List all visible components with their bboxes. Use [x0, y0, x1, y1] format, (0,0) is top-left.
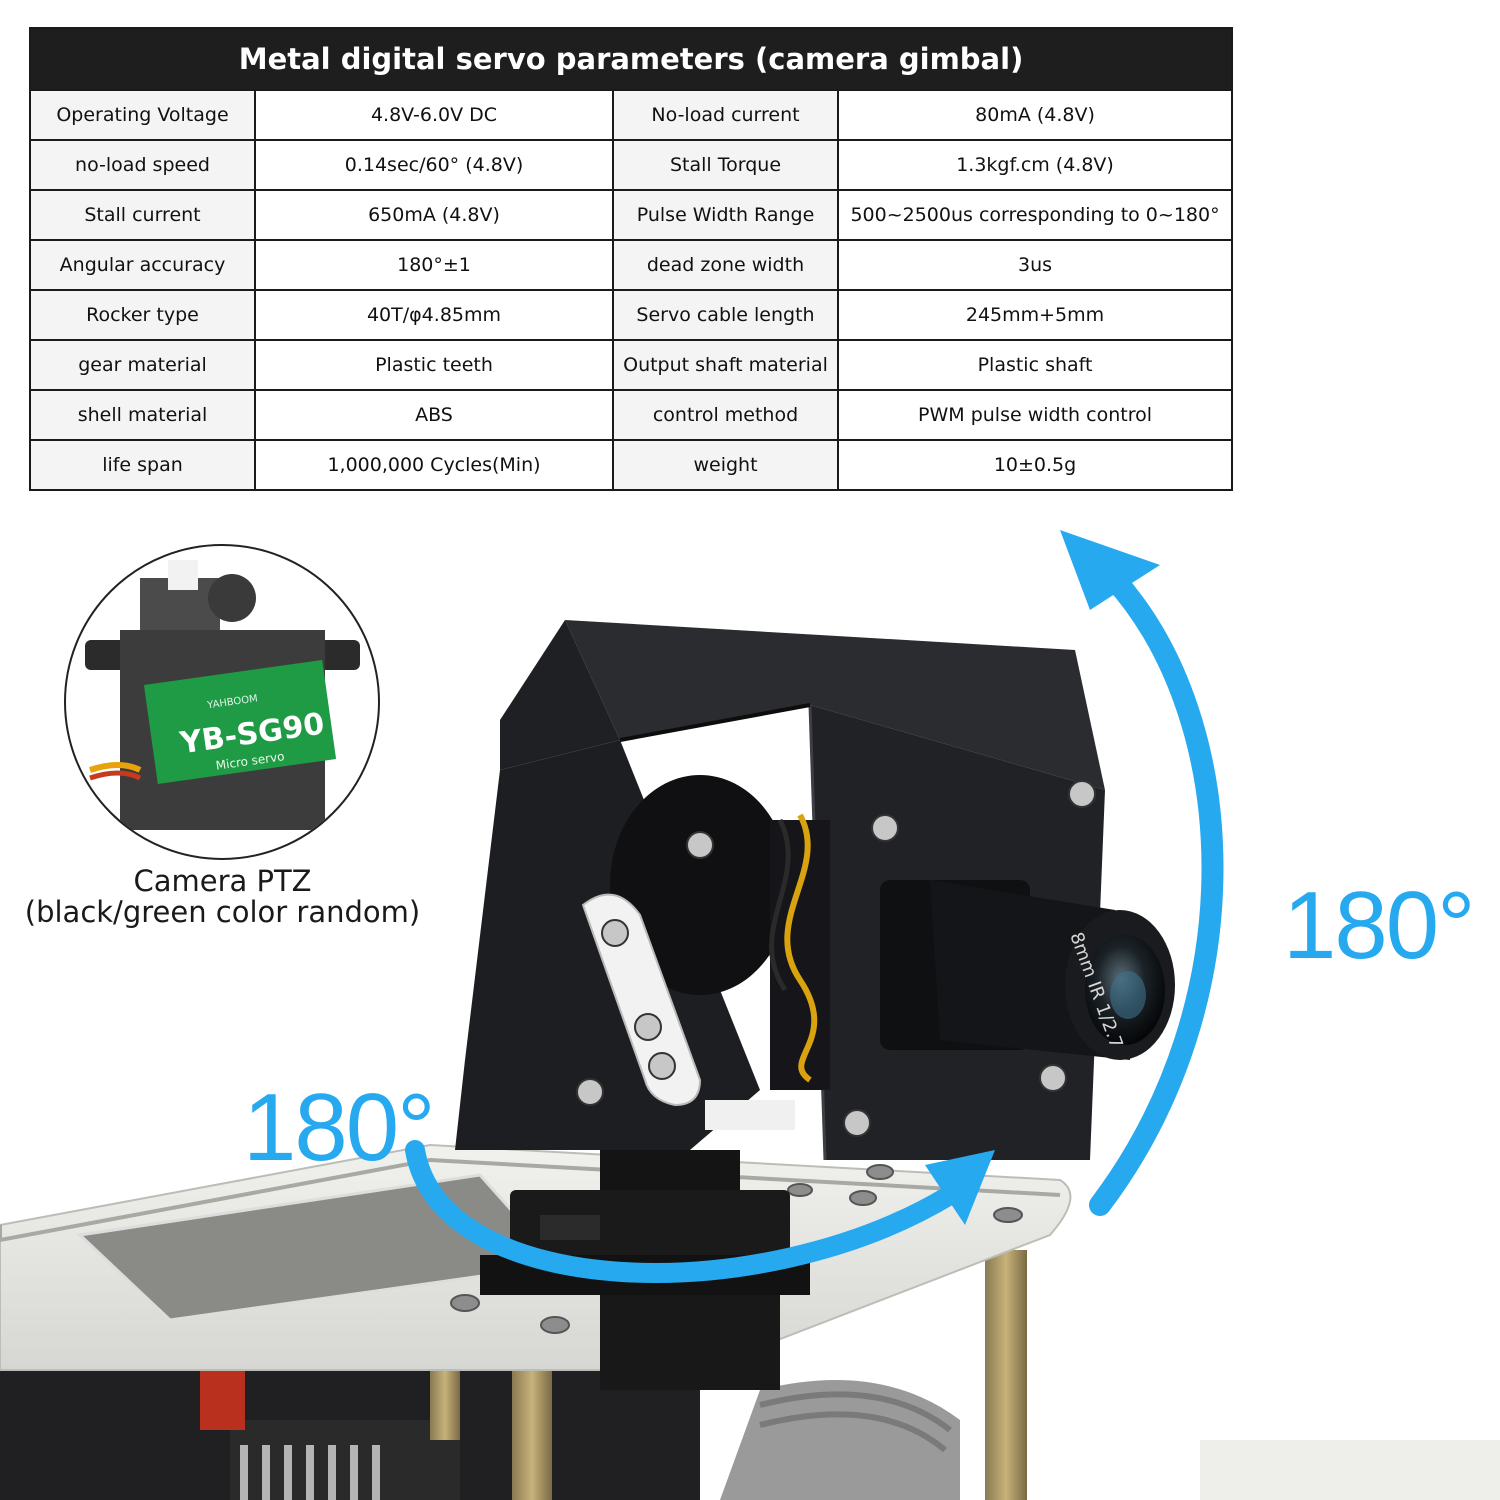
rotation-arrows: [405, 530, 1224, 1283]
vertical-arrow-head-icon: [1060, 530, 1160, 610]
param-value-left: Plastic teeth: [254, 339, 614, 391]
horizontal-arrow-head-icon: [925, 1150, 995, 1225]
param-name-left: Operating Voltage: [29, 89, 256, 141]
param-value-right: 245mm+5mm: [836, 289, 1234, 341]
param-value-left: 40T/φ4.85mm: [254, 289, 614, 341]
gimbal-scene: 8mm IR 1/2.7 YAHBOOM YB-SG90 Micro servo: [0, 530, 1500, 1500]
param-value-left: 180°±1: [254, 239, 614, 291]
param-name-left: Stall current: [29, 189, 256, 241]
param-name-left: Rocker type: [29, 289, 256, 341]
vertical-angle-label: 180°: [1283, 872, 1476, 979]
param-value-left: 650mA (4.8V): [254, 189, 614, 241]
param-value-right: Plastic shaft: [836, 339, 1234, 391]
vertical-arrow-arc: [1089, 569, 1224, 1216]
camera-lens: 8mm IR 1/2.7: [880, 880, 1175, 1060]
param-name-left: life span: [29, 439, 256, 491]
caption-line-1: Camera PTZ: [133, 864, 312, 898]
servo-spec-table: Metal digital servo parameters (camera g…: [28, 27, 1234, 491]
servo-inset: YAHBOOM YB-SG90 Micro servo: [64, 544, 380, 860]
horizontal-arrow-arc: [405, 1140, 960, 1283]
param-value-left: 1,000,000 Cycles(Min): [254, 439, 614, 491]
param-name-right: No-load current: [612, 89, 839, 141]
servo-label-panel: [143, 659, 337, 785]
param-name-right: weight: [612, 439, 839, 491]
param-name-left: gear material: [29, 339, 256, 391]
param-name-left: shell material: [29, 389, 256, 441]
param-value-right: 1.3kgf.cm (4.8V): [836, 139, 1234, 191]
param-value-right: 80mA (4.8V): [836, 89, 1234, 141]
param-name-left: Angular accuracy: [29, 239, 256, 291]
param-name-right: control method: [612, 389, 839, 441]
param-value-left: 4.8V-6.0V DC: [254, 89, 614, 141]
param-name-right: Output shaft material: [612, 339, 839, 391]
horizontal-angle-label: 180°: [243, 1074, 436, 1181]
param-name-right: Servo cable length: [612, 289, 839, 341]
param-value-right: 3us: [836, 239, 1234, 291]
param-value-left: ABS: [254, 389, 614, 441]
pan-servo: [480, 1150, 810, 1390]
param-name-right: Stall Torque: [612, 139, 839, 191]
param-value-right: PWM pulse width control: [836, 389, 1234, 441]
caption-line-2: (black/green color random): [24, 895, 421, 929]
camera-caption: Camera PTZ (black/green color random): [10, 866, 435, 928]
param-name-right: dead zone width: [612, 239, 839, 291]
param-name-right: Pulse Width Range: [612, 189, 839, 241]
param-name-left: no-load speed: [29, 139, 256, 191]
table-title: Metal digital servo parameters (camera g…: [28, 27, 1234, 91]
param-value-right: 500~2500us corresponding to 0~180°: [836, 189, 1234, 241]
param-value-left: 0.14sec/60° (4.8V): [254, 139, 614, 191]
param-value-right: 10±0.5g: [836, 439, 1234, 491]
